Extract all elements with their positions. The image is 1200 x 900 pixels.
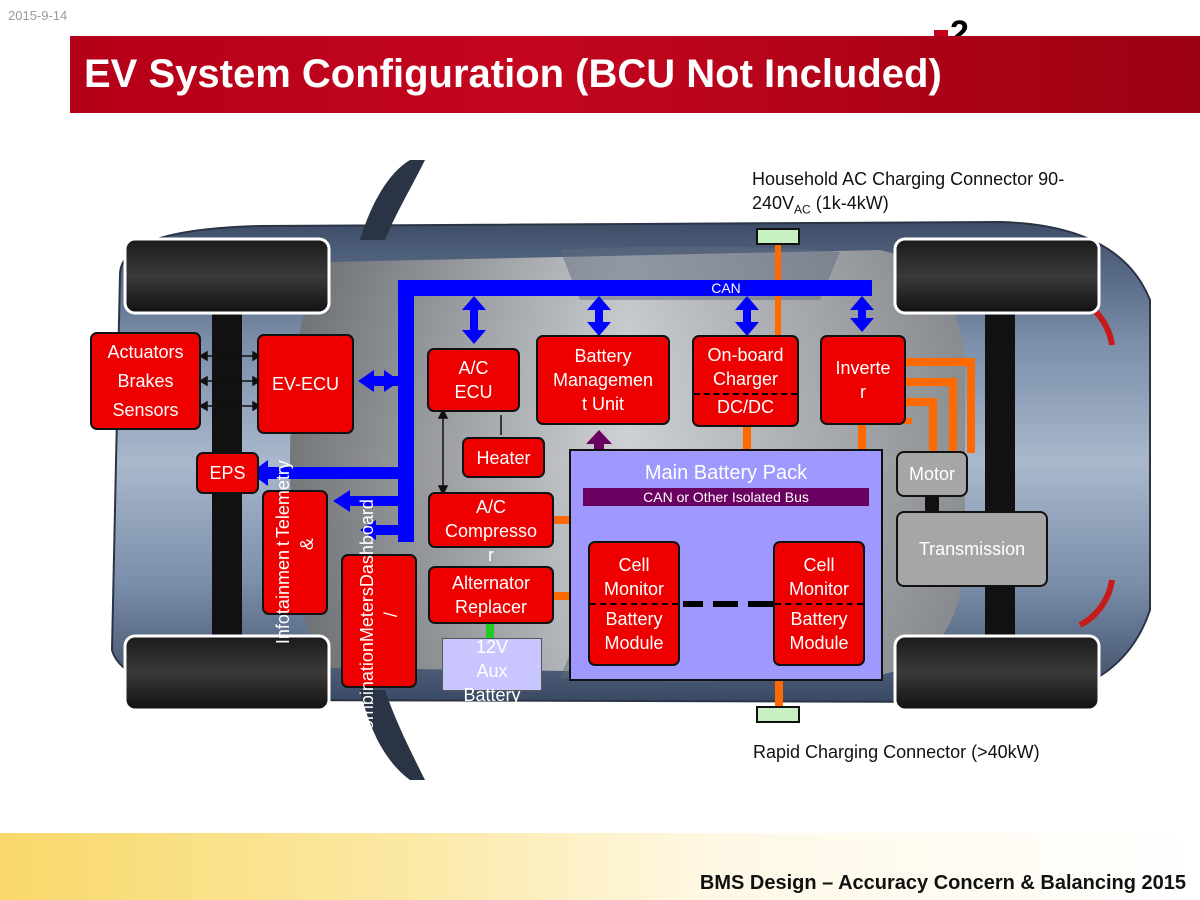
- isolated-bus-bar: [583, 488, 869, 506]
- infotainment-label-1: Infotainmen: [273, 550, 293, 645]
- household-power: (1k-4kW): [810, 193, 889, 213]
- cell-monitor-left-divider: [590, 602, 678, 605]
- heater-label: Heater: [476, 447, 531, 468]
- eps-box: EPS: [196, 452, 259, 494]
- bmu-label-3: t Unit: [581, 394, 624, 414]
- household-connector: [756, 228, 800, 245]
- infotainment-label: Infotainmen t & Telemetry: [271, 460, 319, 644]
- rear-axle: [985, 300, 1015, 640]
- can-label: CAN: [711, 280, 741, 296]
- combination-label-1: Combination: [357, 642, 377, 744]
- inverter-label-1: Inverte: [835, 358, 891, 378]
- slide-date: 2015-9-14: [8, 8, 68, 23]
- cell-monitor-right-label-2: Monitor: [788, 578, 850, 599]
- rapid-connector-note: Rapid Charging Connector (>40kW): [753, 742, 1040, 762]
- battery-module-right-label-2: Module: [789, 632, 849, 653]
- wheels: [123, 237, 1101, 712]
- transmission-box: Transmission: [896, 511, 1048, 587]
- actuators-box: Actuators Brakes Sensors: [90, 332, 201, 430]
- footer-band: [0, 833, 1200, 900]
- heater-box: Heater: [462, 437, 545, 478]
- combination-label: Combination Meters / Dashboard: [355, 499, 403, 743]
- inverter-label-2: r: [860, 382, 866, 402]
- cell-monitor-right-divider: [775, 602, 863, 605]
- cell-monitor-left-label-2: Monitor: [603, 578, 665, 599]
- household-connector-note: Household AC Charging Connector 90- 240V…: [752, 167, 1064, 222]
- footer-text: BMS Design – Accuracy Concern & Balancin…: [699, 872, 1186, 894]
- cell-monitor-right-label-1: Cell: [803, 554, 835, 575]
- infotainment-label-3: Telemetry: [273, 460, 293, 539]
- household-note-line2: 240VAC (1k-4kW): [752, 191, 1064, 222]
- actuators-label: Actuators: [107, 342, 184, 362]
- cell-monitor-left-box: Cell Monitor Battery Module: [588, 541, 680, 666]
- cell-monitor-right-box: Cell Monitor Battery Module: [773, 541, 865, 666]
- bmu-box: Battery Managemen t Unit: [536, 335, 670, 425]
- isolated-bus-label: CAN or Other Isolated Bus: [643, 489, 809, 505]
- motor-shaft: [925, 497, 939, 512]
- battery-module-left-label-1: Battery: [605, 608, 663, 629]
- combination-label-2: Meters /: [357, 587, 401, 643]
- sensors-label: Sensors: [112, 400, 179, 420]
- brakes-label: Brakes: [117, 371, 174, 391]
- battery-module-left-label-2: Module: [604, 632, 664, 653]
- signal-links: [198, 350, 502, 496]
- motor-label: Motor: [908, 464, 955, 484]
- rapid-connector: [756, 706, 800, 723]
- alternator-box: Alternator Replacer: [428, 566, 554, 624]
- transmission-label: Transmission: [918, 539, 1026, 559]
- aux-battery-label-3: Battery: [463, 684, 521, 705]
- household-voltage: 240V: [752, 193, 795, 213]
- aux-battery-box: 12V Aux Battery: [442, 636, 542, 705]
- infotainment-box: Infotainmen t & Telemetry: [262, 460, 328, 645]
- can-bus: [250, 280, 874, 542]
- aux-battery-label-1: 12V: [475, 636, 509, 657]
- charger-label-2: Charger: [712, 369, 779, 389]
- title-bar: [70, 36, 1200, 113]
- dcdc-label: DC/DC: [717, 397, 774, 417]
- infotainment-label-2: t &: [273, 538, 317, 551]
- charger-divider: [694, 393, 797, 395]
- household-note-line1: Household AC Charging Connector 90-: [752, 169, 1065, 189]
- ac-ecu-box: A/C ECU: [427, 348, 520, 412]
- ac-ecu-label-2: ECU: [454, 382, 493, 402]
- bmu-label-1: Battery: [574, 346, 632, 366]
- ac-compressor-label-2: Compresso: [444, 521, 538, 541]
- charger-box: On-board Charger DC/DC: [692, 335, 799, 427]
- ac-compressor-label-1: A/C: [475, 497, 506, 517]
- battery-module-right-label-1: Battery: [790, 608, 848, 629]
- cell-monitor-left-label-1: Cell: [618, 554, 650, 575]
- main-pack-title: Main Battery Pack: [644, 462, 808, 484]
- slide-title: EV System Configuration (BCU Not Include…: [84, 52, 942, 96]
- eps-label: EPS: [209, 463, 246, 483]
- inverter-box: Inverte r: [820, 335, 906, 425]
- alternator-label-2: Replacer: [454, 597, 528, 617]
- aux-link: [486, 624, 494, 638]
- motor-box: Motor: [896, 451, 968, 497]
- ev-ecu-label: EV-ECU: [271, 374, 340, 394]
- ac-compressor-box: A/C Compresso r: [428, 492, 554, 565]
- combination-meters-box: Combination Meters / Dashboard: [341, 499, 417, 743]
- alternator-label-1: Alternator: [451, 573, 531, 593]
- household-voltage-sub: AC: [794, 202, 811, 217]
- ac-ecu-label-1: A/C: [458, 358, 489, 378]
- aux-battery-label-2: Aux: [476, 660, 508, 681]
- bmu-label-2: Managemen: [552, 370, 654, 390]
- combination-label-3: Dashboard: [357, 498, 377, 587]
- charger-label-1: On-board: [707, 345, 784, 365]
- ev-ecu-box: EV-ECU: [257, 334, 354, 434]
- ac-compressor-label-3: r: [488, 545, 494, 565]
